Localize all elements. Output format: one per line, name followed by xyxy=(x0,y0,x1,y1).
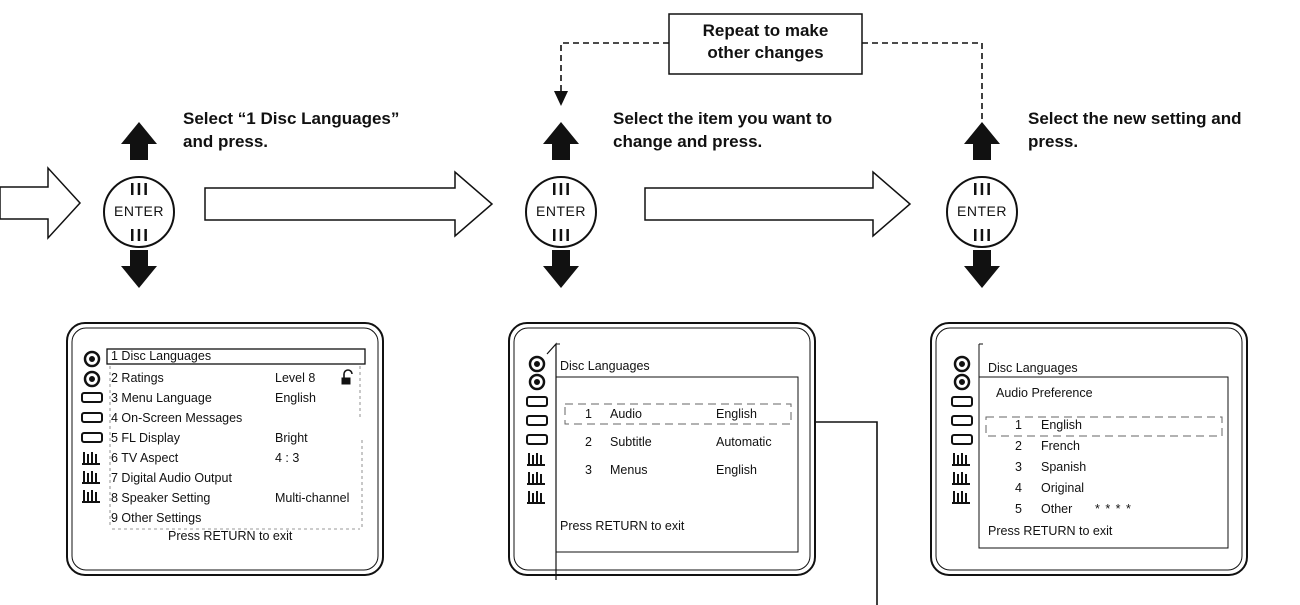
screen2-item-3-label: Menus xyxy=(610,463,648,477)
screen2-item-1-value: English xyxy=(716,407,757,421)
screen2-item-3-num: 3 xyxy=(585,463,592,477)
screen2-item-1-label: Audio xyxy=(610,407,642,421)
screen2-footer: Press RETURN to exit xyxy=(560,519,685,533)
screen1-value-3: English xyxy=(275,391,316,405)
screen3-item-2-num: 2 xyxy=(1015,439,1022,453)
enter-label-1: ENTER xyxy=(114,203,164,219)
screen3-item-4-num: 4 xyxy=(1015,481,1022,495)
flow-arrow-1 xyxy=(204,170,494,238)
screen2-item-2-value: Automatic xyxy=(716,435,772,449)
screen1-value-6: 4 : 3 xyxy=(275,451,300,465)
screen1-item-4: 4 On-Screen Messages xyxy=(111,411,243,425)
screen1-item-1: 1 Disc Languages xyxy=(111,349,212,363)
enter-label-3: ENTER xyxy=(957,203,1007,219)
screen1-item-6: 6 TV Aspect xyxy=(111,451,179,465)
screen2-icons xyxy=(526,355,548,504)
step-3-line-1: Select the new setting and xyxy=(1028,109,1242,128)
flow-arrow-entry xyxy=(0,166,82,240)
screen3-subtitle: Audio Preference xyxy=(996,386,1093,400)
screen2-item-1-num: 1 xyxy=(585,407,592,421)
step-1-line-2: and press. xyxy=(183,132,269,151)
screen3-item-1-num: 1 xyxy=(1015,418,1022,432)
screen3-icons xyxy=(951,355,973,504)
screen2-title: Disc Languages xyxy=(560,359,650,373)
step-3-instruction: Select the new setting and press. xyxy=(1028,107,1242,153)
repeat-loop-right xyxy=(862,42,983,124)
enter-button-3 xyxy=(946,122,1018,288)
step-2-instruction: Select the item you want to change and p… xyxy=(613,107,832,153)
screen1-value-2: Level 8 xyxy=(275,371,316,385)
enter-button-2 xyxy=(525,122,597,288)
step-2-line-2: change and press. xyxy=(613,132,763,151)
screen1-value-5: Bright xyxy=(275,431,308,445)
screen3-item-4-label: Original xyxy=(1041,481,1085,495)
screen1-footer: Press RETURN to exit xyxy=(168,529,293,543)
screen3-item-5-num: 5 xyxy=(1015,502,1022,516)
screen3-footer: Press RETURN to exit xyxy=(988,524,1113,538)
repeat-line-2: other changes xyxy=(707,43,824,62)
screen1-item-5: 5 FL Display xyxy=(111,431,181,445)
screen3-item-5-extra: * * * * xyxy=(1095,502,1132,516)
tv-screen-1 xyxy=(66,322,384,576)
screen1-value-8: Multi-channel xyxy=(275,491,350,505)
flow-arrow-2 xyxy=(644,170,912,238)
step-1-instruction: Select “1 Disc Languages” and press. xyxy=(183,107,399,153)
screen1-selected-row xyxy=(106,348,366,365)
lock-icon xyxy=(341,369,353,385)
repeat-box-text: Repeat to make other changes xyxy=(669,20,862,64)
screen1-item-7: 7 Digital Audio Output xyxy=(111,471,232,485)
screen2-item-2-label: Subtitle xyxy=(610,435,652,449)
screen3-selected-row xyxy=(985,416,1223,437)
step-3-line-2: press. xyxy=(1028,132,1079,151)
repeat-box xyxy=(668,13,863,75)
step-1-line-1: Select “1 Disc Languages” xyxy=(183,109,400,128)
repeat-loop-arrowhead xyxy=(554,91,568,106)
screen1-icons xyxy=(81,350,103,503)
step-2-line-1: Select the item you want to xyxy=(613,109,833,128)
screen2-item-3-value: English xyxy=(716,463,757,477)
screen2-item-2-num: 2 xyxy=(585,435,592,449)
repeat-loop-left xyxy=(560,42,669,92)
screen3-item-3-num: 3 xyxy=(1015,460,1022,474)
screen3-title: Disc Languages xyxy=(988,361,1078,375)
screen3-item-3-label: Spanish xyxy=(1041,460,1087,474)
screen2-selected-row xyxy=(564,403,792,425)
screen1-item-8: 8 Speaker Setting xyxy=(111,491,211,505)
tv-screen-2 xyxy=(508,322,816,576)
connector-line xyxy=(815,421,878,605)
enter-label-2: ENTER xyxy=(536,203,586,219)
screen1-item-3: 3 Menu Language xyxy=(111,391,212,405)
screen3-item-1-label: English xyxy=(1041,418,1082,432)
screen1-item-9: 9 Other Settings xyxy=(111,511,202,525)
screen3-item-2-label: French xyxy=(1041,439,1080,453)
repeat-line-1: Repeat to make xyxy=(702,21,829,40)
screen1-item-2: 2 Ratings xyxy=(111,371,164,385)
screen3-item-5-label: Other xyxy=(1041,502,1073,516)
enter-button-1 xyxy=(103,122,175,288)
tv-screen-3 xyxy=(930,322,1248,576)
